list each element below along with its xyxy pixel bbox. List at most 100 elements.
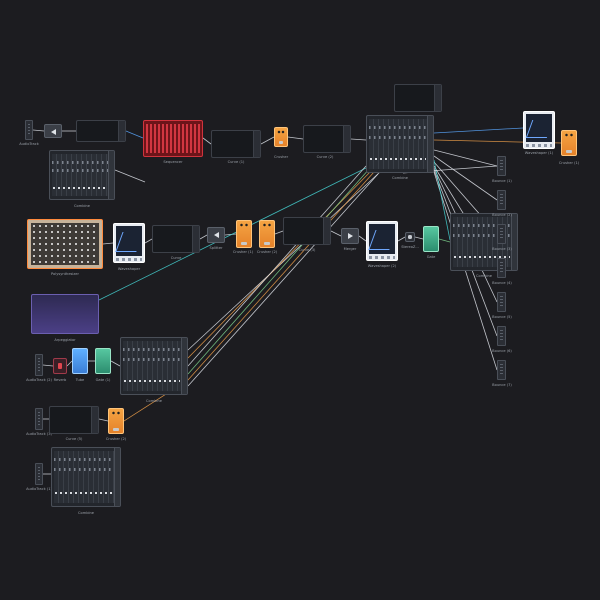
waveshaper-mid[interactable] (113, 223, 145, 263)
cable (102, 242, 114, 245)
bounce-6-label: Bounce (6) (492, 349, 512, 353)
crusher-mid1-label: Crusher (1) (232, 250, 254, 254)
waveshaper-2[interactable] (366, 221, 398, 261)
audiotrack-2-label: AudioTrack (2) (26, 378, 52, 382)
cable (199, 234, 208, 240)
crusher-mid2[interactable] (259, 220, 275, 248)
audiotrack-3-label: AudioTrack (3) (26, 432, 52, 436)
crusher-top[interactable] (274, 127, 288, 147)
eq-top[interactable] (394, 84, 442, 112)
arpeggiator-label: Arpeggiator (54, 338, 76, 342)
cable (125, 130, 144, 139)
waveshaper-2-label: Waveshaper (2) (367, 264, 397, 268)
stereo[interactable] (405, 232, 415, 242)
crusher-2-label: Crusher (2) (105, 437, 127, 441)
cable (110, 360, 121, 367)
mixer-top-left[interactable] (49, 150, 115, 200)
eq-2-label: Curve (1) (227, 160, 245, 164)
cable (397, 236, 406, 242)
polysynth[interactable] (27, 219, 103, 269)
bounce-7[interactable] (497, 360, 506, 380)
cable (433, 155, 498, 201)
bounce-5[interactable] (497, 292, 506, 312)
audiotrack-2[interactable] (35, 354, 43, 376)
sequencer-label: Sequencer (163, 160, 183, 164)
cable (224, 233, 237, 236)
cable (187, 171, 381, 351)
sequencer[interactable] (143, 120, 203, 157)
bounce-6[interactable] (497, 326, 506, 346)
audiotrack-3[interactable] (35, 408, 43, 430)
waveshaper-1[interactable] (523, 111, 555, 149)
cable (350, 138, 367, 141)
cable (42, 364, 54, 367)
mixer-right[interactable] (450, 213, 518, 271)
bounce-3-label: Bounce (3) (492, 247, 512, 251)
bounce-3[interactable] (497, 224, 506, 244)
cable (433, 149, 498, 167)
gate[interactable] (423, 226, 439, 252)
eq-mid[interactable] (152, 225, 200, 253)
eq-mid-label: Curve (170, 256, 182, 260)
cable (202, 137, 212, 145)
audiotrack-1-label: AudioTrack (1) (26, 487, 52, 491)
mixer-center-label: Combine (146, 399, 162, 403)
tube-label: Tube (75, 378, 85, 382)
eq-left-label: Curve (5) (65, 437, 83, 441)
merger[interactable] (341, 228, 359, 244)
crusher-2[interactable] (108, 408, 124, 434)
cable (187, 173, 379, 387)
cable (414, 236, 424, 240)
cable (144, 238, 153, 244)
eq-1[interactable] (76, 120, 126, 142)
eq-2[interactable] (211, 130, 261, 158)
bounce-2[interactable] (497, 190, 506, 210)
mixer-main-label: Combine (392, 176, 408, 180)
reverb-label: Reverb (53, 378, 67, 382)
reverb[interactable] (53, 358, 67, 374)
cable (438, 238, 451, 243)
eq-mid2[interactable] (283, 217, 331, 245)
cable (433, 171, 498, 371)
merger-label: Merger (343, 247, 357, 251)
audiotrack-top-label: AudioTrack (19, 142, 39, 146)
tri-mid[interactable] (207, 227, 225, 243)
cable (187, 169, 373, 359)
audiotrack-top[interactable] (25, 120, 33, 140)
tube[interactable] (72, 348, 88, 374)
mixer-bottom[interactable] (51, 447, 121, 507)
mixer-right-label: Combine (476, 274, 492, 278)
gate-1[interactable] (95, 348, 111, 374)
crusher-mid2-label: Crusher (2) (256, 250, 278, 254)
bounce-2-label: Bounce (2) (492, 213, 512, 217)
bounce-4[interactable] (497, 258, 506, 278)
eq-3-label: Curve (2) (316, 155, 334, 159)
stereo-label: StereoZ... (401, 245, 419, 249)
crusher-top-label: Crusher (273, 155, 289, 159)
mixer-center[interactable] (120, 337, 188, 395)
cable (187, 165, 367, 367)
bounce-1[interactable] (497, 156, 506, 176)
cable (32, 129, 45, 132)
cable (274, 230, 284, 235)
waveshaper-1-label: Waveshaper (1) (524, 151, 554, 155)
tri-top[interactable] (44, 124, 62, 138)
cable (287, 136, 304, 140)
waveshaper-mid-label: Waveshaper (117, 267, 141, 271)
mixer-bottom-label: Combine (78, 511, 94, 515)
eq-3[interactable] (303, 125, 351, 153)
mixer-main[interactable] (366, 115, 434, 173)
cable (260, 136, 275, 145)
crusher-mid1[interactable] (236, 220, 252, 248)
eq-left[interactable] (49, 406, 99, 434)
crusher-right[interactable] (561, 130, 577, 156)
tri-mid-label: Splitter (209, 246, 223, 250)
cable (433, 127, 524, 134)
cable (98, 418, 109, 422)
cable (358, 235, 367, 242)
audiotrack-1[interactable] (35, 463, 43, 485)
bounce-4-label: Bounce (4) (492, 281, 512, 285)
bounce-5-label: Bounce (5) (492, 315, 512, 319)
arpeggiator[interactable] (31, 294, 99, 334)
